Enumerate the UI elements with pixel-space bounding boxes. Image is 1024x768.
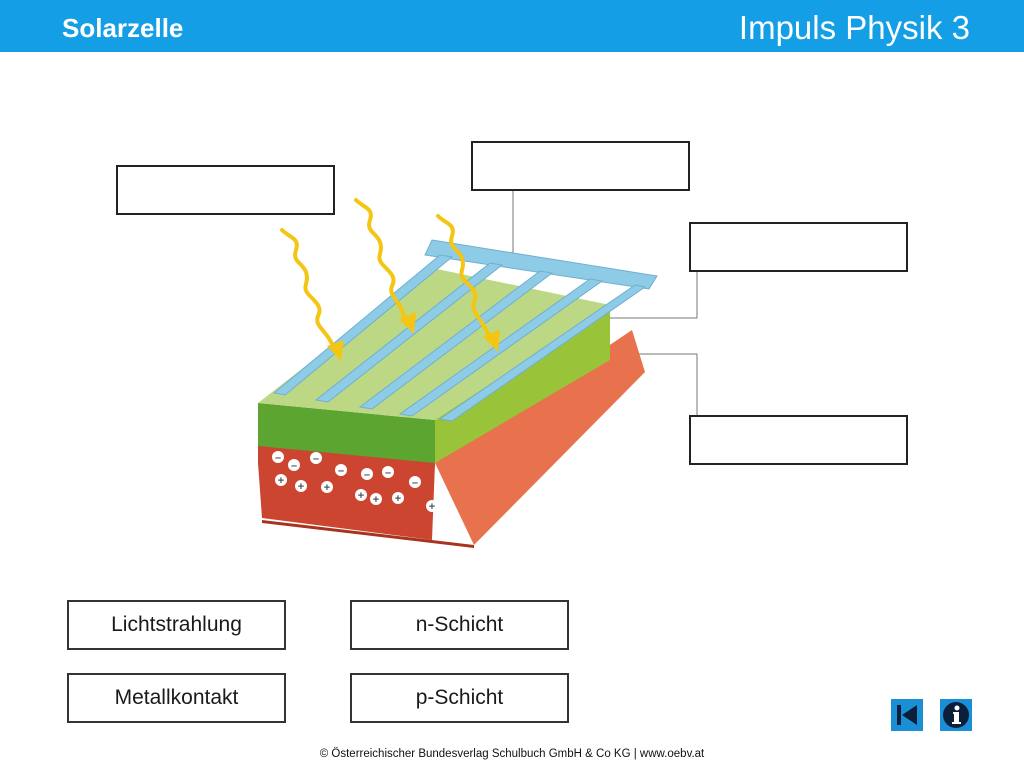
charges-minus: – – – – – – – — [272, 451, 421, 489]
contact-finger-3 — [358, 270, 554, 410]
plus-charge-label: + — [358, 490, 364, 502]
contact-finger-5 — [438, 284, 647, 422]
minus-charge-label: – — [364, 469, 370, 481]
back-button[interactable] — [891, 699, 923, 731]
minus-charge-label: – — [275, 452, 281, 464]
contact-finger-4 — [398, 278, 604, 417]
plus-charge-label: + — [324, 482, 330, 494]
header-bar: Solarzelle Impuls Physik 3 — [0, 0, 1024, 52]
page-title: Solarzelle — [62, 13, 184, 43]
label-card-lichtstrahlung[interactable]: Lichtstrahlung — [67, 600, 286, 650]
drop-box-lichtstrahlung-target[interactable] — [116, 165, 335, 215]
plus-charge — [321, 481, 333, 493]
contact-finger-2 — [314, 262, 504, 403]
plus-charge-label: + — [429, 501, 435, 513]
minus-charge-label: – — [385, 467, 391, 479]
metal-contact — [272, 239, 658, 422]
minus-charge-label: – — [313, 453, 319, 465]
plus-charge-label: + — [395, 493, 401, 505]
plus-charge — [392, 492, 404, 504]
minus-charge — [288, 459, 300, 471]
p-layer-edge — [262, 520, 474, 548]
minus-charge-label: – — [412, 477, 418, 489]
copyright-footer: © Österreichischer Bundesverlag Schulbuc… — [319, 748, 705, 760]
drop-box-metallkontakt-target[interactable] — [471, 141, 690, 191]
label-card-metallkontakt[interactable]: Metallkontakt — [67, 673, 286, 723]
label-card-p-schicht[interactable]: p-Schicht — [350, 673, 569, 723]
plus-charge-label: + — [298, 481, 304, 493]
drop-box-p-schicht-target[interactable] — [689, 415, 908, 465]
light-ray-3 — [436, 214, 490, 336]
minus-charge — [361, 468, 373, 480]
plus-charge — [426, 500, 438, 512]
minus-charge — [409, 476, 421, 488]
plus-charge — [295, 480, 307, 492]
n-layer-front — [258, 403, 435, 463]
minus-charge-label: – — [338, 465, 344, 477]
light-ray-2 — [354, 198, 406, 318]
plus-charge-label: + — [373, 494, 379, 506]
light-ray-arrowheads — [327, 312, 500, 361]
minus-charge — [335, 464, 347, 476]
ray-arrowhead-2 — [399, 312, 416, 334]
p-layer-front — [258, 463, 435, 540]
plus-charge-label: + — [278, 475, 284, 487]
plus-charge — [370, 493, 382, 505]
charges-plus: + + + + + + + — [275, 474, 438, 513]
info-button[interactable] — [940, 699, 972, 731]
minus-charge — [272, 451, 284, 463]
plus-charge — [275, 474, 287, 486]
leader-lines — [512, 190, 698, 416]
drop-box-n-schicht-target[interactable] — [689, 222, 908, 272]
skip-back-icon — [891, 699, 923, 731]
light-ray-1 — [280, 228, 334, 346]
leader-line-p — [613, 353, 698, 416]
ray-arrowhead-1 — [327, 340, 344, 361]
plus-charge — [355, 489, 367, 501]
brand-title: Impuls Physik 3 — [738, 9, 970, 46]
ray-arrowhead-3 — [483, 330, 500, 352]
minus-charge — [310, 452, 322, 464]
label-card-n-schicht[interactable]: n-Schicht — [350, 600, 569, 650]
minus-charge — [382, 466, 394, 478]
n-layer-side — [435, 305, 610, 463]
contact-bar — [424, 239, 658, 290]
p-layer-side — [435, 330, 645, 545]
leader-line-n — [598, 271, 698, 319]
info-icon — [940, 699, 972, 731]
minus-charge-label: – — [291, 460, 297, 472]
light-rays — [280, 198, 490, 346]
